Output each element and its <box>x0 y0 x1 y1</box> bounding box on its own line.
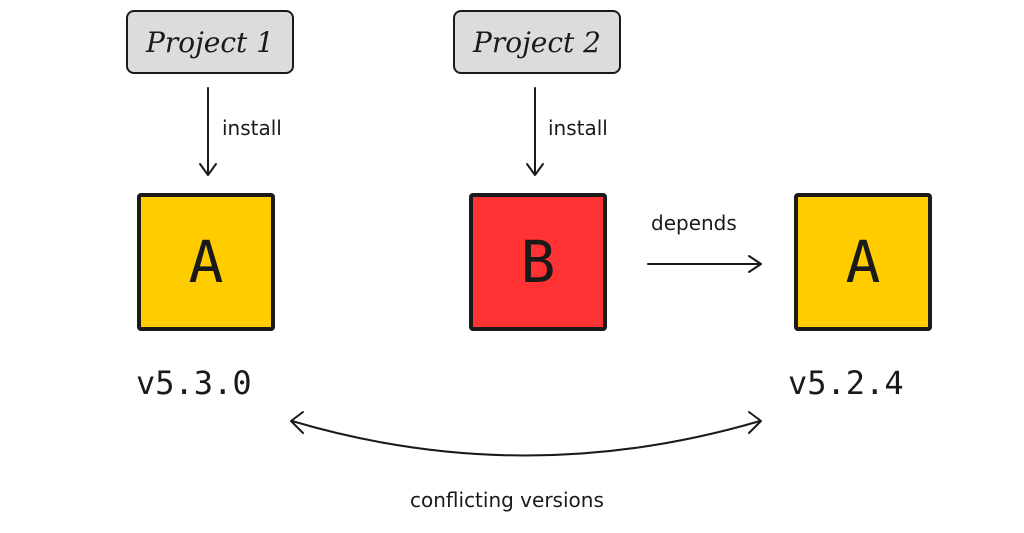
install-label-1: install <box>222 116 282 140</box>
package-a-right-label: A <box>845 228 881 296</box>
install-label-2: install <box>548 116 608 140</box>
conflict-arrow-head-right <box>748 411 762 434</box>
conflict-arrow-head-left <box>290 411 304 434</box>
package-b: B <box>469 193 607 331</box>
conflict-label: conflicting versions <box>410 488 604 512</box>
project-1-label: Project 1 <box>146 25 274 59</box>
package-a-left-label: A <box>188 228 224 296</box>
project-2-box: Project 2 <box>453 10 621 74</box>
version-right: v5.2.4 <box>788 364 904 402</box>
version-left: v5.3.0 <box>136 364 252 402</box>
install-arrow-2-head <box>526 163 544 176</box>
depends-label: depends <box>651 211 737 235</box>
project-1-box: Project 1 <box>126 10 294 74</box>
conflict-arrow <box>291 420 761 457</box>
package-a-left: A <box>137 193 275 331</box>
package-b-label: B <box>520 228 556 296</box>
install-arrow-1-head <box>199 163 217 176</box>
package-a-right: A <box>794 193 932 331</box>
depends-arrow-head <box>748 255 762 273</box>
project-2-label: Project 2 <box>473 25 601 59</box>
